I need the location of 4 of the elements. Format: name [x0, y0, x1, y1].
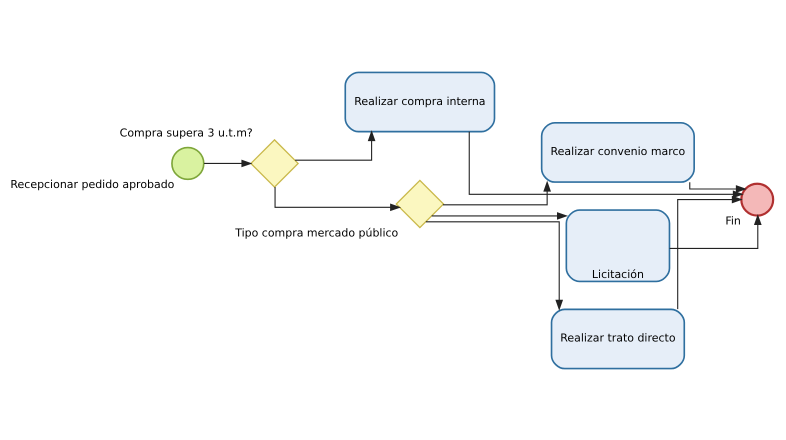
node-label: Compra supera 3 u.t.m? — [120, 126, 253, 140]
node-label: Fin — [725, 214, 741, 227]
node-label: Recepcionar pedido aprobado — [10, 178, 174, 191]
node-label: Tipo compra mercado público — [235, 226, 398, 239]
